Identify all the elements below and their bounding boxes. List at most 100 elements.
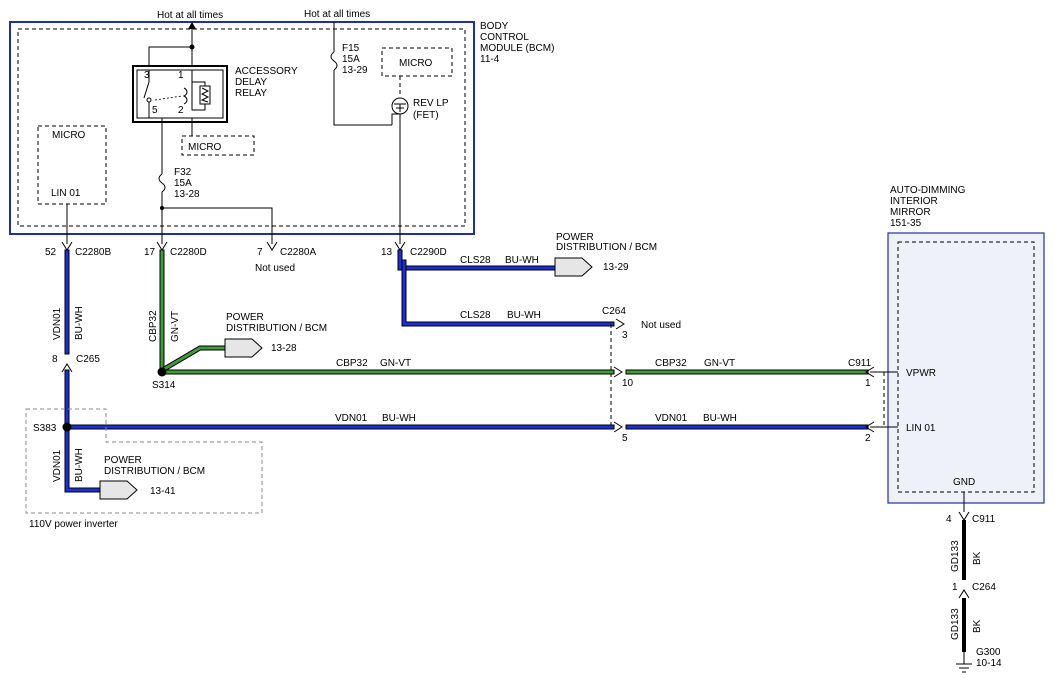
gd133-label-1: GD133 — [950, 540, 961, 572]
splice-s383 — [62, 422, 72, 432]
relay-title-1: ACCESSORY — [235, 66, 298, 77]
buwh-vert-label-2: BU-WH — [74, 448, 85, 482]
f32-label-2: 15A — [174, 178, 192, 189]
mirror-module-inner — [897, 241, 1035, 493]
splice-s314 — [157, 367, 167, 377]
power-inverter-region — [25, 408, 263, 514]
vdn01-label-2: VDN01 — [655, 413, 688, 424]
pd-1328-text-2: DISTRIBUTION / BCM — [226, 323, 327, 334]
gnvt-vert-label: GN-VT — [170, 311, 181, 342]
hot-arrow-1 — [188, 22, 196, 29]
rev-lp-fet-inner — [394, 103, 406, 112]
relay-coil-zigzag — [200, 87, 210, 103]
relay-pin-5: 5 — [152, 105, 158, 116]
pin-1-c264: 1 — [952, 582, 958, 593]
cls28-label-1: CLS28 — [460, 255, 491, 266]
lin01-label: LIN 01 — [51, 188, 81, 199]
buwh-label-2: BU-WH — [507, 310, 541, 321]
pd-1341-text-2: DISTRIBUTION / BCM — [104, 466, 205, 477]
relay-pin-2: 2 — [178, 105, 184, 116]
pd-1329-ref: 13-29 — [603, 262, 629, 273]
splice-dot-hot1 — [189, 44, 195, 50]
buwh-label-3: BU-WH — [382, 413, 416, 424]
s314-label: S314 — [152, 380, 176, 391]
f15-label-1: F15 — [342, 43, 360, 54]
hot-feed-1-wire — [148, 22, 193, 66]
gd133-label-2: GD133 — [950, 608, 961, 640]
vpwr-label: VPWR — [906, 368, 936, 379]
cbp32-label-1: CBP32 — [336, 358, 368, 369]
pin-13: 13 — [381, 247, 393, 258]
buwh-vert-label-1: BU-WH — [74, 306, 85, 340]
gnd-label: GND — [953, 477, 975, 488]
pin-5: 5 — [622, 433, 628, 444]
vdn01-label-1: VDN01 — [335, 413, 368, 424]
c264-label-gnd: C264 — [972, 582, 996, 593]
f32-label-1: F32 — [174, 167, 192, 178]
c2280b-label: C2280B — [75, 247, 111, 258]
c264-pin10-arrow — [613, 366, 623, 378]
cbp32-vert-label: CBP32 — [148, 310, 159, 342]
power-dist-13-28 — [224, 338, 263, 358]
pin-8: 8 — [52, 354, 58, 365]
pin-2-c911: 2 — [865, 433, 871, 444]
pin-7: 7 — [257, 247, 263, 258]
micro-rev-label: MICRO — [399, 58, 433, 69]
cbp32-label-2: CBP32 — [655, 358, 687, 369]
power-dist-13-41 — [99, 480, 138, 500]
mirror-title-1: AUTO-DIMMING — [890, 185, 966, 196]
c911-pin1-arrow — [865, 366, 875, 378]
buwh-label-1: BU-WH — [505, 255, 539, 266]
pin-17: 17 — [144, 247, 156, 258]
c2280a-label: C2280A — [280, 247, 316, 258]
power-dist-13-29 — [554, 257, 593, 277]
hot-feed-2-wire — [333, 22, 392, 126]
pd-1329-text-2: DISTRIBUTION / BCM — [556, 242, 657, 253]
pd-1329-text-1: POWER — [556, 232, 594, 243]
pin-1-c911: 1 — [865, 378, 871, 389]
c264-pin1-arrow — [958, 589, 970, 599]
fuse-f15 — [330, 51, 338, 71]
gnvt-label-1: GN-VT — [380, 358, 411, 369]
lin01-mirror-label: LIN 01 — [906, 423, 936, 434]
pin-3-c264: 3 — [622, 330, 628, 341]
c264-pin3-arrow — [615, 318, 625, 330]
not-used-c2280a: Not used — [255, 263, 295, 274]
bcm-module-inner — [17, 28, 466, 227]
c2290d-label: C2290D — [410, 247, 447, 258]
micro-lin-label: MICRO — [52, 130, 86, 141]
bk-label-2: BK — [972, 619, 983, 633]
relay-switch — [143, 70, 150, 118]
inverter-label: 110V power inverter — [29, 519, 118, 530]
g300-label-1: G300 — [976, 647, 1001, 658]
micro-box-rev — [381, 47, 453, 77]
c911-label-gnd: C911 — [972, 514, 996, 525]
cbp32-branch — [163, 346, 227, 371]
bcm-title-2: CONTROL — [480, 32, 529, 43]
mirror-title-4: 151-35 — [890, 218, 922, 229]
rev-lp-label-2: (FET) — [413, 110, 439, 121]
c264-label-top: C264 — [602, 306, 626, 317]
f15-label-2: 15A — [342, 54, 360, 65]
pin-4: 4 — [946, 514, 952, 525]
rev-lp-label-1: REV LP — [413, 98, 449, 109]
relay-contact — [146, 97, 152, 103]
relay-pin-1: 1 — [178, 70, 184, 81]
bcm-title-1: BODY — [480, 21, 509, 32]
ground-symbol — [956, 663, 972, 673]
not-used-c264: Not used — [641, 320, 681, 331]
s383-label: S383 — [33, 423, 57, 434]
cls28-label-2: CLS28 — [460, 310, 491, 321]
cls28-wire-1 — [398, 250, 557, 270]
f32-label-3: 13-28 — [174, 189, 200, 200]
vdn01-vert-label-1: VDN01 — [52, 307, 63, 340]
mirror-title-3: MIRROR — [890, 207, 931, 218]
bcm-title-4: 11-4 — [480, 54, 500, 65]
relay-link — [154, 95, 183, 101]
vdn01-lower — [65, 370, 102, 492]
c911-label-top: C911 — [848, 358, 872, 369]
c911-pin2-arrow — [865, 421, 875, 433]
buwh-label-4: BU-WH — [703, 413, 737, 424]
micro-relay-label: MICRO — [188, 142, 222, 153]
